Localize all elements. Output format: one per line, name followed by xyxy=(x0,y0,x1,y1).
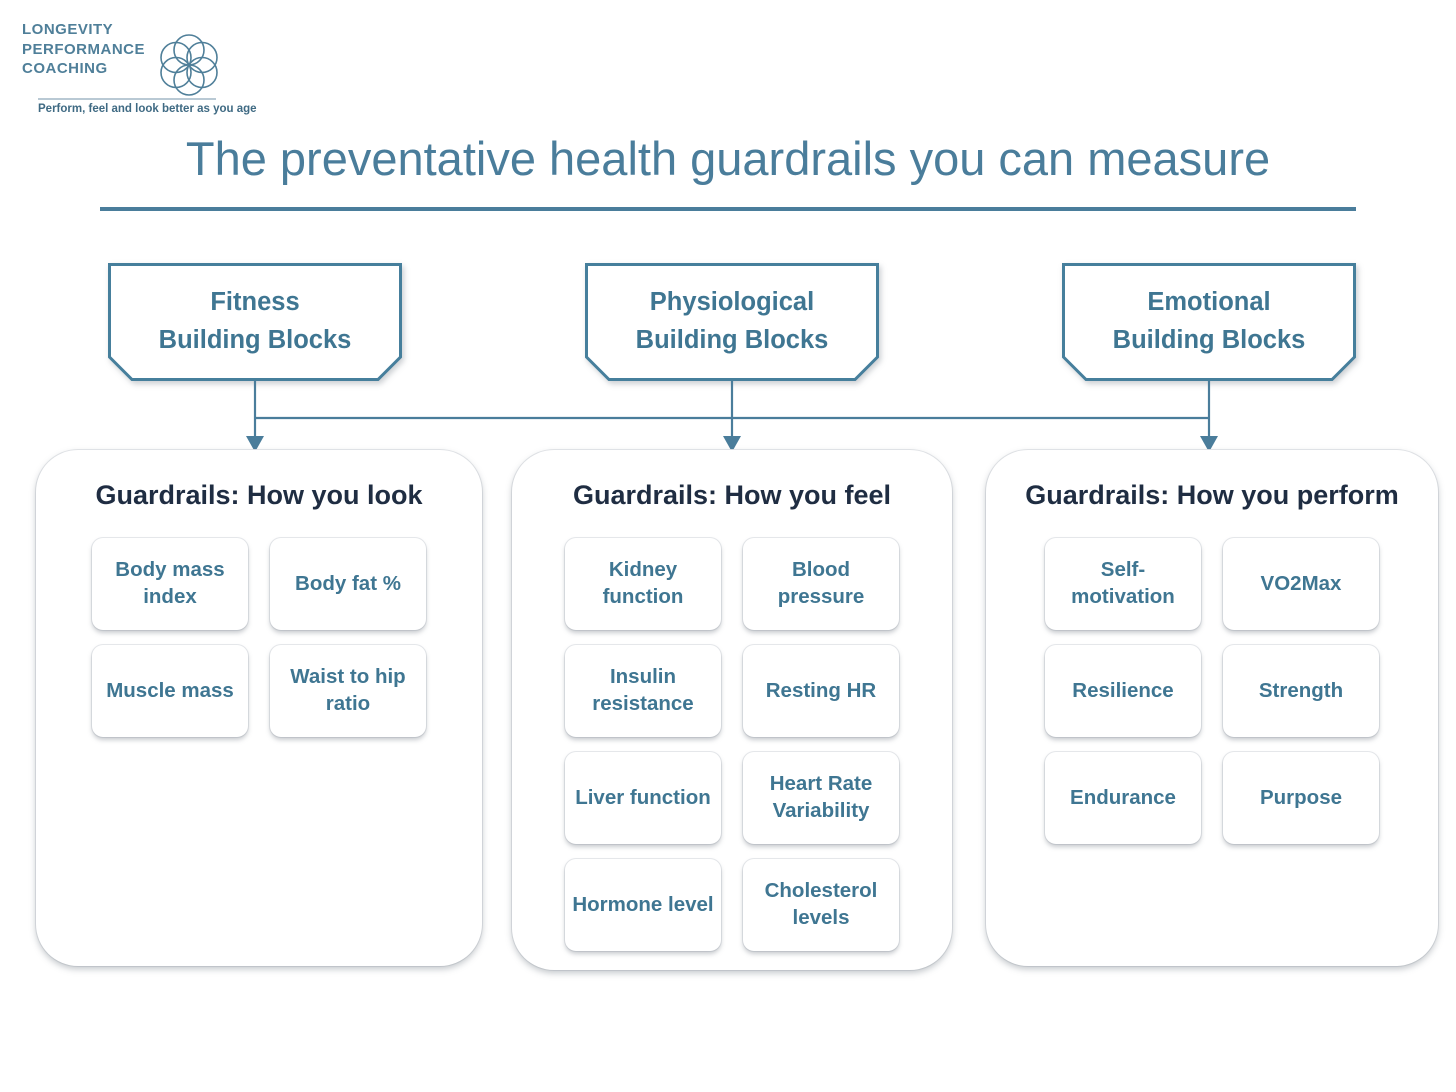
connector-arrows xyxy=(246,381,1218,452)
logo-wordmark: LONGEVITY PERFORMANCE COACHING xyxy=(22,20,145,79)
page-title: The preventative health guardrails you c… xyxy=(185,132,1271,185)
guardrails-panel-how-you-look: Guardrails: How you look Body mass index… xyxy=(36,450,482,966)
chip-body-mass-index[interactable]: Body mass index xyxy=(92,538,248,630)
chip-strength[interactable]: Strength xyxy=(1223,645,1379,737)
chip-endurance[interactable]: Endurance xyxy=(1045,752,1201,844)
building-block-fitness-line-1: Fitness xyxy=(210,288,300,317)
chip-resilience[interactable]: Resilience xyxy=(1045,645,1201,737)
panel-title-how-you-feel: Guardrails: How you feel xyxy=(572,480,892,510)
building-block-emotional-label: Emotional Building Blocks xyxy=(1062,263,1356,381)
chip-blood-pressure[interactable]: Blood pressure xyxy=(743,538,899,630)
chip-row: Liver function Heart Rate Variability xyxy=(565,752,899,844)
chip-self-motivation[interactable]: Self-motivation xyxy=(1045,538,1201,630)
building-block-physiological[interactable]: Physiological Building Blocks xyxy=(585,263,879,381)
guardrails-panel-how-you-perform: Guardrails: How you perform Self-motivat… xyxy=(986,450,1438,966)
chip-cholesterol-levels[interactable]: Cholesterol levels xyxy=(743,859,899,951)
chip-vo2max[interactable]: VO2Max xyxy=(1223,538,1379,630)
chip-liver-function[interactable]: Liver function xyxy=(565,752,721,844)
panel-title-how-you-perform: Guardrails: How you perform xyxy=(1025,480,1399,510)
chip-muscle-mass[interactable]: Muscle mass xyxy=(92,645,248,737)
building-block-fitness[interactable]: Fitness Building Blocks xyxy=(108,263,402,381)
chip-grid-how-you-look: Body mass index Body fat % Muscle mass W… xyxy=(36,538,482,737)
chip-body-fat-percent[interactable]: Body fat % xyxy=(270,538,426,630)
building-block-physiological-line-2: Building Blocks xyxy=(635,326,829,354)
chip-row: Insulin resistance Resting HR xyxy=(565,645,899,737)
chip-row: Body mass index Body fat % xyxy=(92,538,426,630)
logo-divider xyxy=(38,98,216,100)
title-underline xyxy=(100,207,1356,211)
logo-tagline: Perform, feel and look better as you age xyxy=(38,103,257,115)
brand-logo: LONGEVITY PERFORMANCE COACHING Perform, … xyxy=(18,14,257,115)
building-block-physiological-line-1: Physiological xyxy=(649,288,815,317)
chip-row: Endurance Purpose xyxy=(1045,752,1379,844)
chip-row: Kidney function Blood pressure xyxy=(565,538,899,630)
building-block-fitness-line-2: Building Blocks xyxy=(158,326,352,354)
chip-resting-hr[interactable]: Resting HR xyxy=(743,645,899,737)
building-block-emotional-line-2: Building Blocks xyxy=(1112,326,1306,354)
chip-waist-to-hip-ratio[interactable]: Waist to hip ratio xyxy=(270,645,426,737)
logo-wordmark-line-2: PERFORMANCE xyxy=(22,40,146,58)
chip-heart-rate-variability[interactable]: Heart Rate Variability xyxy=(743,752,899,844)
building-block-emotional-line-1: Emotional xyxy=(1147,288,1271,317)
logo-wordmark-line-3: COACHING xyxy=(22,60,108,77)
chip-grid-how-you-feel: Kidney function Blood pressure Insulin r… xyxy=(512,538,952,951)
building-block-emotional[interactable]: Emotional Building Blocks xyxy=(1062,263,1356,381)
chip-row: Self-motivation VO2Max xyxy=(1045,538,1379,630)
logo-wordmark-line-1: LONGEVITY xyxy=(22,21,114,38)
panel-title-how-you-look: Guardrails: How you look xyxy=(95,480,423,510)
chip-insulin-resistance[interactable]: Insulin resistance xyxy=(565,645,721,737)
building-block-physiological-label: Physiological Building Blocks xyxy=(585,263,879,381)
guardrails-panel-how-you-feel: Guardrails: How you feel Kidney function… xyxy=(512,450,952,970)
chip-row: Resilience Strength xyxy=(1045,645,1379,737)
chip-purpose[interactable]: Purpose xyxy=(1223,752,1379,844)
flower-of-life-logo-icon xyxy=(152,28,226,102)
chip-kidney-function[interactable]: Kidney function xyxy=(565,538,721,630)
chip-row: Muscle mass Waist to hip ratio xyxy=(92,645,426,737)
chip-grid-how-you-perform: Self-motivation VO2Max Resilience Streng… xyxy=(986,538,1438,844)
building-block-fitness-label: Fitness Building Blocks xyxy=(108,263,402,381)
chip-hormone-level[interactable]: Hormone level xyxy=(565,859,721,951)
chip-row: Hormone level Cholesterol levels xyxy=(565,859,899,951)
